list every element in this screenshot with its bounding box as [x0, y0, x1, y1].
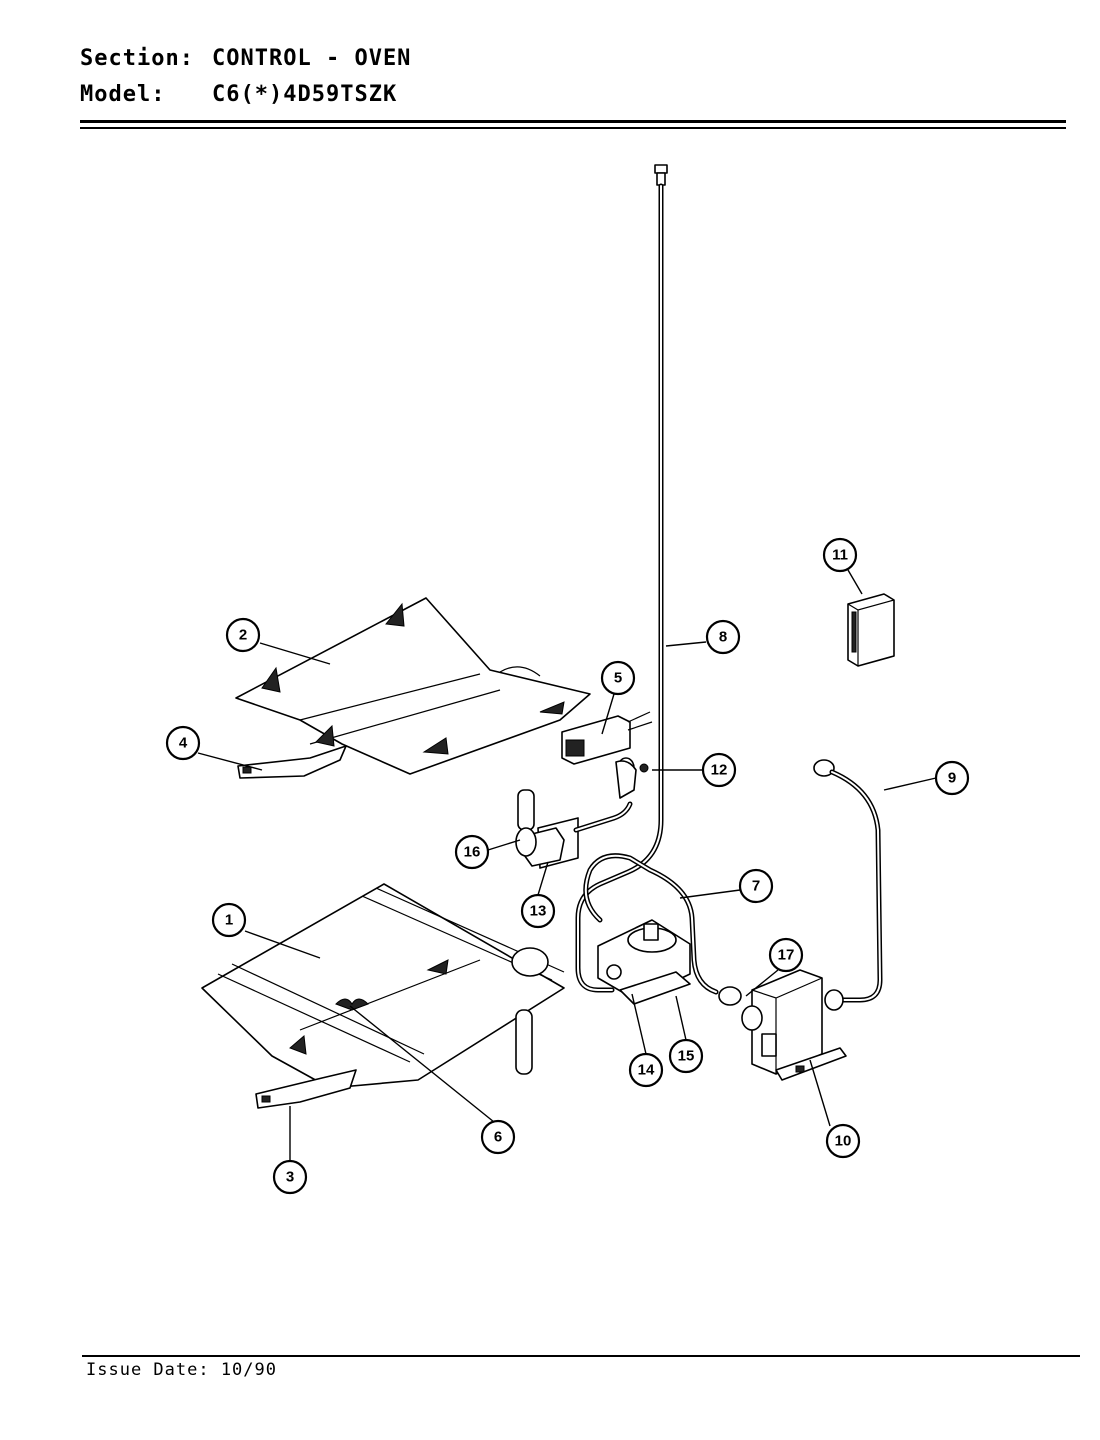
- callout-6: 6: [480, 1119, 516, 1155]
- svg-text:10: 10: [835, 1133, 852, 1150]
- svg-text:2: 2: [239, 627, 247, 644]
- issue-date: Issue Date: 10/90: [86, 1360, 277, 1380]
- model-value: C6(*)4D59TSZK: [212, 82, 398, 107]
- callout-11: 11: [822, 537, 858, 573]
- model-row: Model: C6(*)4D59TSZK: [80, 82, 397, 107]
- callout-1: 1: [211, 902, 247, 938]
- svg-text:16: 16: [464, 844, 481, 861]
- header-rule-secondary: [80, 127, 1066, 129]
- callout-16: 16: [454, 834, 490, 870]
- section-row: Section: CONTROL - OVEN: [80, 46, 411, 71]
- section-value: CONTROL - OVEN: [212, 46, 412, 71]
- svg-text:1: 1: [225, 912, 233, 929]
- leader-lines: [197, 569, 937, 1162]
- model-label: Model:: [80, 82, 166, 107]
- part-1-shield: [201, 883, 565, 1089]
- callout-3: 3: [272, 1159, 308, 1195]
- svg-text:7: 7: [752, 878, 760, 895]
- svg-text:3: 3: [286, 1169, 294, 1186]
- callout-14: 14: [628, 1052, 664, 1088]
- part-5-ignitor: [561, 711, 653, 765]
- part-7-tube: [583, 853, 719, 995]
- part-9-tube: [813, 759, 883, 1011]
- svg-text:14: 14: [638, 1062, 655, 1079]
- svg-text:5: 5: [614, 670, 622, 687]
- callout-8: 8: [705, 619, 741, 655]
- svg-text:4: 4: [179, 735, 188, 752]
- footer-rule: [82, 1355, 1080, 1357]
- svg-text:6: 6: [494, 1129, 502, 1146]
- callout-9: 9: [934, 760, 970, 796]
- part-2-shield: [235, 597, 591, 831]
- section-label: Section:: [80, 46, 194, 71]
- part-4-bracket: [237, 745, 347, 779]
- callout-4: 4: [165, 725, 201, 761]
- svg-text:12: 12: [711, 762, 728, 779]
- svg-text:9: 9: [948, 770, 956, 787]
- callout-12: 12: [701, 752, 737, 788]
- callout-15: 15: [668, 1038, 704, 1074]
- callout-13: 13: [520, 893, 556, 929]
- svg-text:11: 11: [832, 547, 848, 564]
- part-3-bracket: [255, 1069, 357, 1109]
- part-11-module: [847, 593, 895, 667]
- svg-text:17: 17: [778, 947, 795, 964]
- callout-17: 17: [768, 937, 804, 973]
- part-12-screw: [639, 763, 649, 773]
- header-rule: [80, 120, 1066, 123]
- callout-2: 2: [225, 617, 261, 653]
- svg-text:15: 15: [678, 1048, 695, 1065]
- callout-10: 10: [825, 1123, 861, 1159]
- part-6-wing-screw: [335, 998, 369, 1011]
- svg-text:8: 8: [719, 629, 727, 646]
- callout-5: 5: [600, 660, 636, 696]
- part-13-16-orifice-assembly: [515, 757, 637, 869]
- svg-text:13: 13: [530, 903, 547, 920]
- callout-7: 7: [738, 868, 774, 904]
- part-15-bracket: [619, 971, 691, 1005]
- part-17-fitting: [718, 986, 742, 1006]
